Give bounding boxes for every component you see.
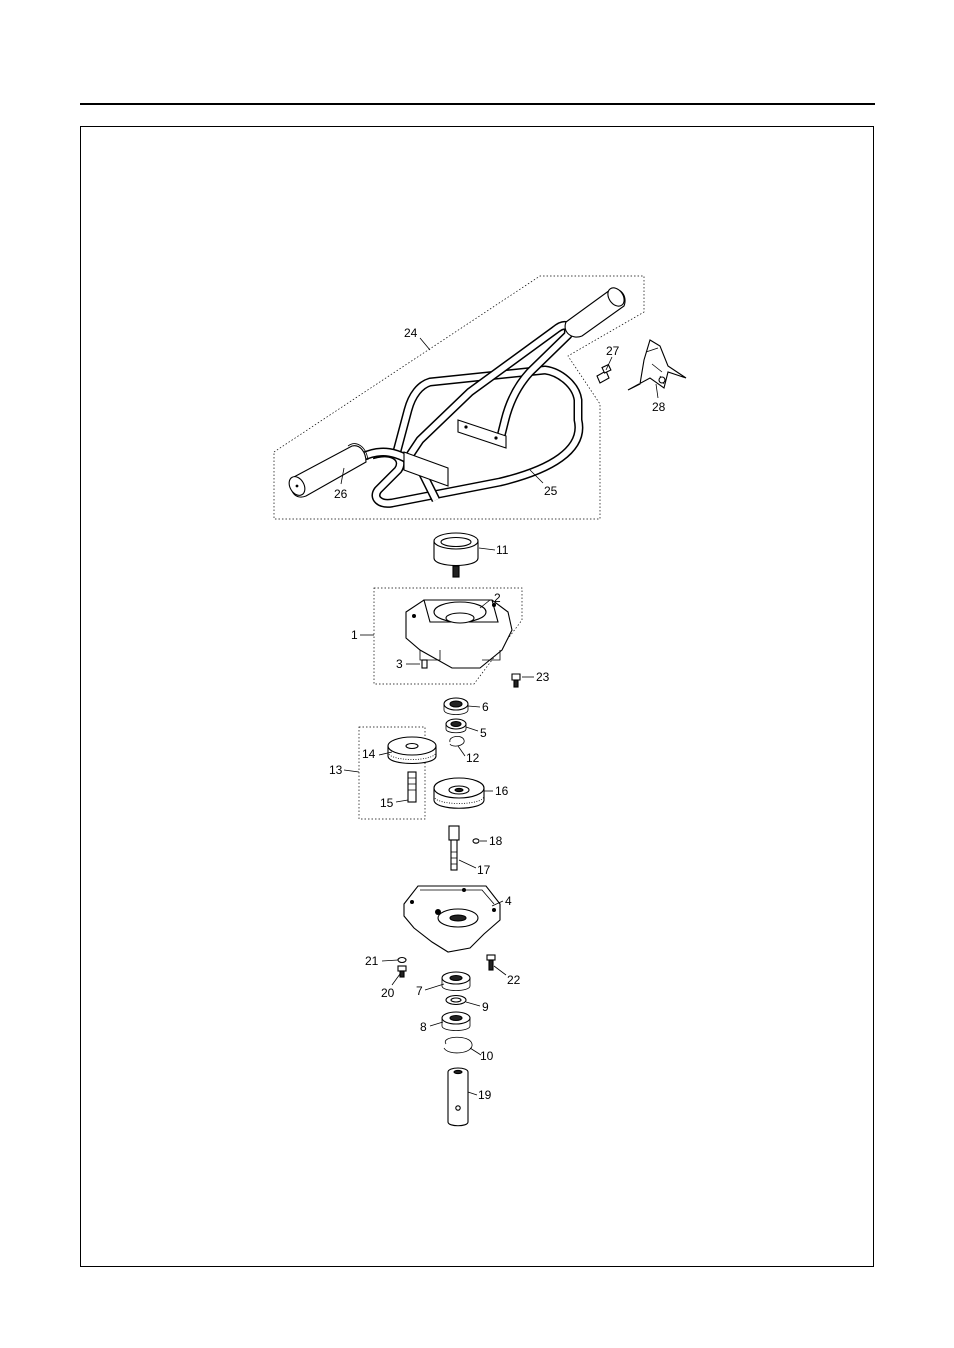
circlip-10	[444, 1037, 472, 1053]
bearing-5	[446, 719, 466, 733]
callout-11: 11	[496, 543, 509, 557]
dowel-pin	[422, 660, 427, 668]
output-shaft-17	[449, 826, 459, 870]
bearing-7	[442, 972, 470, 991]
handle-assembly-group	[274, 276, 644, 519]
throttle-screw	[597, 365, 611, 383]
lower-gear-case	[404, 886, 500, 952]
callout-25: 25	[544, 484, 558, 498]
callout-16: 16	[495, 784, 509, 798]
seal-9	[446, 996, 466, 1005]
callout-12: 12	[466, 751, 480, 765]
callout-17: 17	[477, 863, 491, 877]
callout-4: 4	[505, 894, 512, 908]
washer-21	[398, 958, 406, 963]
right-grip	[565, 285, 627, 337]
gear-16	[434, 778, 484, 808]
callout-26: 26	[334, 487, 348, 501]
callout-18: 18	[489, 834, 503, 848]
throttle-lever	[628, 340, 686, 390]
callout-22: 22	[507, 973, 521, 987]
callout-6: 6	[482, 700, 489, 714]
clutch-drum	[434, 533, 478, 577]
callout-21: 21	[365, 954, 379, 968]
callout-24: 24	[404, 326, 418, 340]
bearing-6	[444, 698, 468, 715]
callout-7: 7	[416, 984, 423, 998]
callout-5: 5	[480, 726, 487, 740]
callout-14: 14	[362, 747, 376, 761]
pinion-shaft-15	[408, 772, 416, 802]
left-grip	[286, 444, 368, 498]
handle-mount-plate	[458, 420, 506, 448]
output-spindle-19	[448, 1068, 468, 1126]
callout-1: 1	[351, 628, 358, 642]
callout-20: 20	[381, 986, 395, 1000]
key-18	[473, 839, 479, 843]
callout-2: 2	[494, 591, 501, 605]
callout-27: 27	[606, 344, 620, 358]
callout-10: 10	[480, 1049, 494, 1063]
callout-8: 8	[420, 1020, 427, 1034]
case-bolt-23	[512, 674, 520, 687]
bolt-22	[487, 955, 495, 970]
handle-frame	[360, 325, 579, 503]
bearing-8	[442, 1012, 470, 1031]
callout-23: 23	[536, 670, 550, 684]
callout-9: 9	[482, 1000, 489, 1014]
callout-15: 15	[380, 796, 394, 810]
callout-13: 13	[329, 763, 343, 777]
callout-28: 28	[652, 400, 666, 414]
gear-14	[388, 737, 436, 764]
callout-3: 3	[396, 657, 403, 671]
circlip-12	[450, 736, 464, 746]
callout-19: 19	[478, 1088, 492, 1102]
upper-gear-case	[406, 600, 512, 668]
